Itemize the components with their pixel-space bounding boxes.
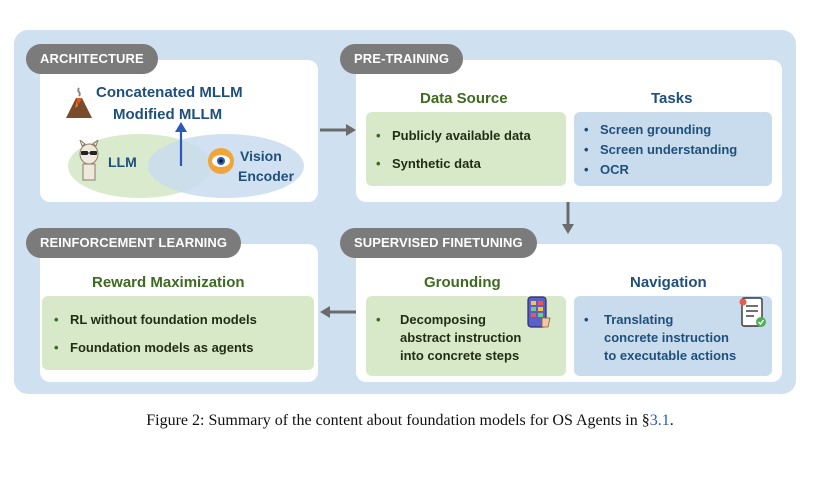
tasks-title: Tasks — [651, 90, 693, 107]
section-reference-link[interactable]: 3.1 — [649, 412, 670, 429]
rl-tag: REINFORCEMENT LEARNING — [26, 228, 242, 258]
data-source-item-text: Synthetic data — [392, 156, 481, 171]
vision-encoder-label-1: Vision — [240, 148, 282, 164]
navigation-bullet: • — [584, 312, 589, 327]
tasks-item: • Screen grounding — [584, 122, 711, 137]
navigation-box — [574, 296, 772, 376]
tasks-item-text: OCR — [600, 162, 629, 177]
concatenated-mllm-title: Concatenated MLLM — [96, 84, 243, 101]
phone-icon — [527, 296, 551, 328]
rl-item-text: Foundation models as agents — [70, 340, 254, 355]
checklist-icon — [739, 297, 766, 327]
navigation-line: concrete instruction — [604, 330, 729, 345]
navigation-line: Translating — [604, 312, 674, 327]
grounding-title: Grounding — [424, 274, 501, 291]
rl-item-text: RL without foundation models — [70, 312, 257, 327]
rl-item: • Foundation models as agents — [54, 340, 253, 355]
bullet: • — [584, 142, 589, 157]
grounding-bullet: • — [376, 312, 381, 327]
rl-box — [42, 296, 314, 370]
grounding-line: abstract instruction — [400, 330, 522, 345]
eye-icon — [208, 148, 234, 174]
pretraining-tag: PRE-TRAINING — [340, 44, 464, 74]
data-source-title: Data Source — [420, 90, 508, 107]
data-source-item: • Synthetic data — [376, 156, 481, 171]
rl-item: • RL without foundation models — [54, 312, 257, 327]
reward-maximization-title: Reward Maximization — [92, 274, 245, 291]
bullet: • — [584, 312, 589, 327]
grounding-line: Decomposing — [400, 312, 486, 327]
llama-icon — [79, 140, 99, 181]
bullet: • — [376, 312, 381, 327]
arrow-right-icon — [320, 124, 356, 136]
venn-diagram — [68, 122, 304, 198]
data-source-item-text: Publicly available data — [392, 128, 531, 143]
sft-tag: SUPERVISED FINETUNING — [340, 228, 537, 258]
navigation-title: Navigation — [630, 274, 707, 291]
bullet: • — [54, 340, 59, 355]
tasks-item-text: Screen understanding — [600, 142, 738, 157]
bullet: • — [584, 122, 589, 137]
tasks-item: • Screen understanding — [584, 142, 737, 157]
arrow-down-icon — [562, 202, 574, 234]
caption-end: . — [669, 412, 674, 429]
volcano-icon — [66, 87, 92, 118]
navigation-line: to executable actions — [604, 348, 737, 363]
bullet: • — [376, 156, 381, 171]
grounding-line: into concrete steps — [400, 348, 520, 363]
figure-caption: Figure 2: Summary of the content about f… — [0, 412, 820, 430]
data-source-box — [366, 112, 566, 186]
tasks-box — [574, 112, 772, 186]
arrow-left-icon — [320, 306, 356, 318]
llm-label: LLM — [108, 154, 137, 170]
data-source-item: • Publicly available data — [376, 128, 531, 143]
architecture-tag: ARCHITECTURE — [26, 44, 158, 74]
bullet: • — [54, 312, 59, 327]
bullet: • — [376, 128, 381, 143]
caption-text: Figure 2: Summary of the content about f… — [146, 412, 650, 429]
tasks-item: • OCR — [584, 162, 629, 177]
tasks-item-text: Screen grounding — [600, 122, 712, 137]
vision-encoder-label-2: Encoder — [238, 168, 295, 184]
modified-mllm-title: Modified MLLM — [113, 106, 223, 123]
bullet: • — [584, 162, 589, 177]
